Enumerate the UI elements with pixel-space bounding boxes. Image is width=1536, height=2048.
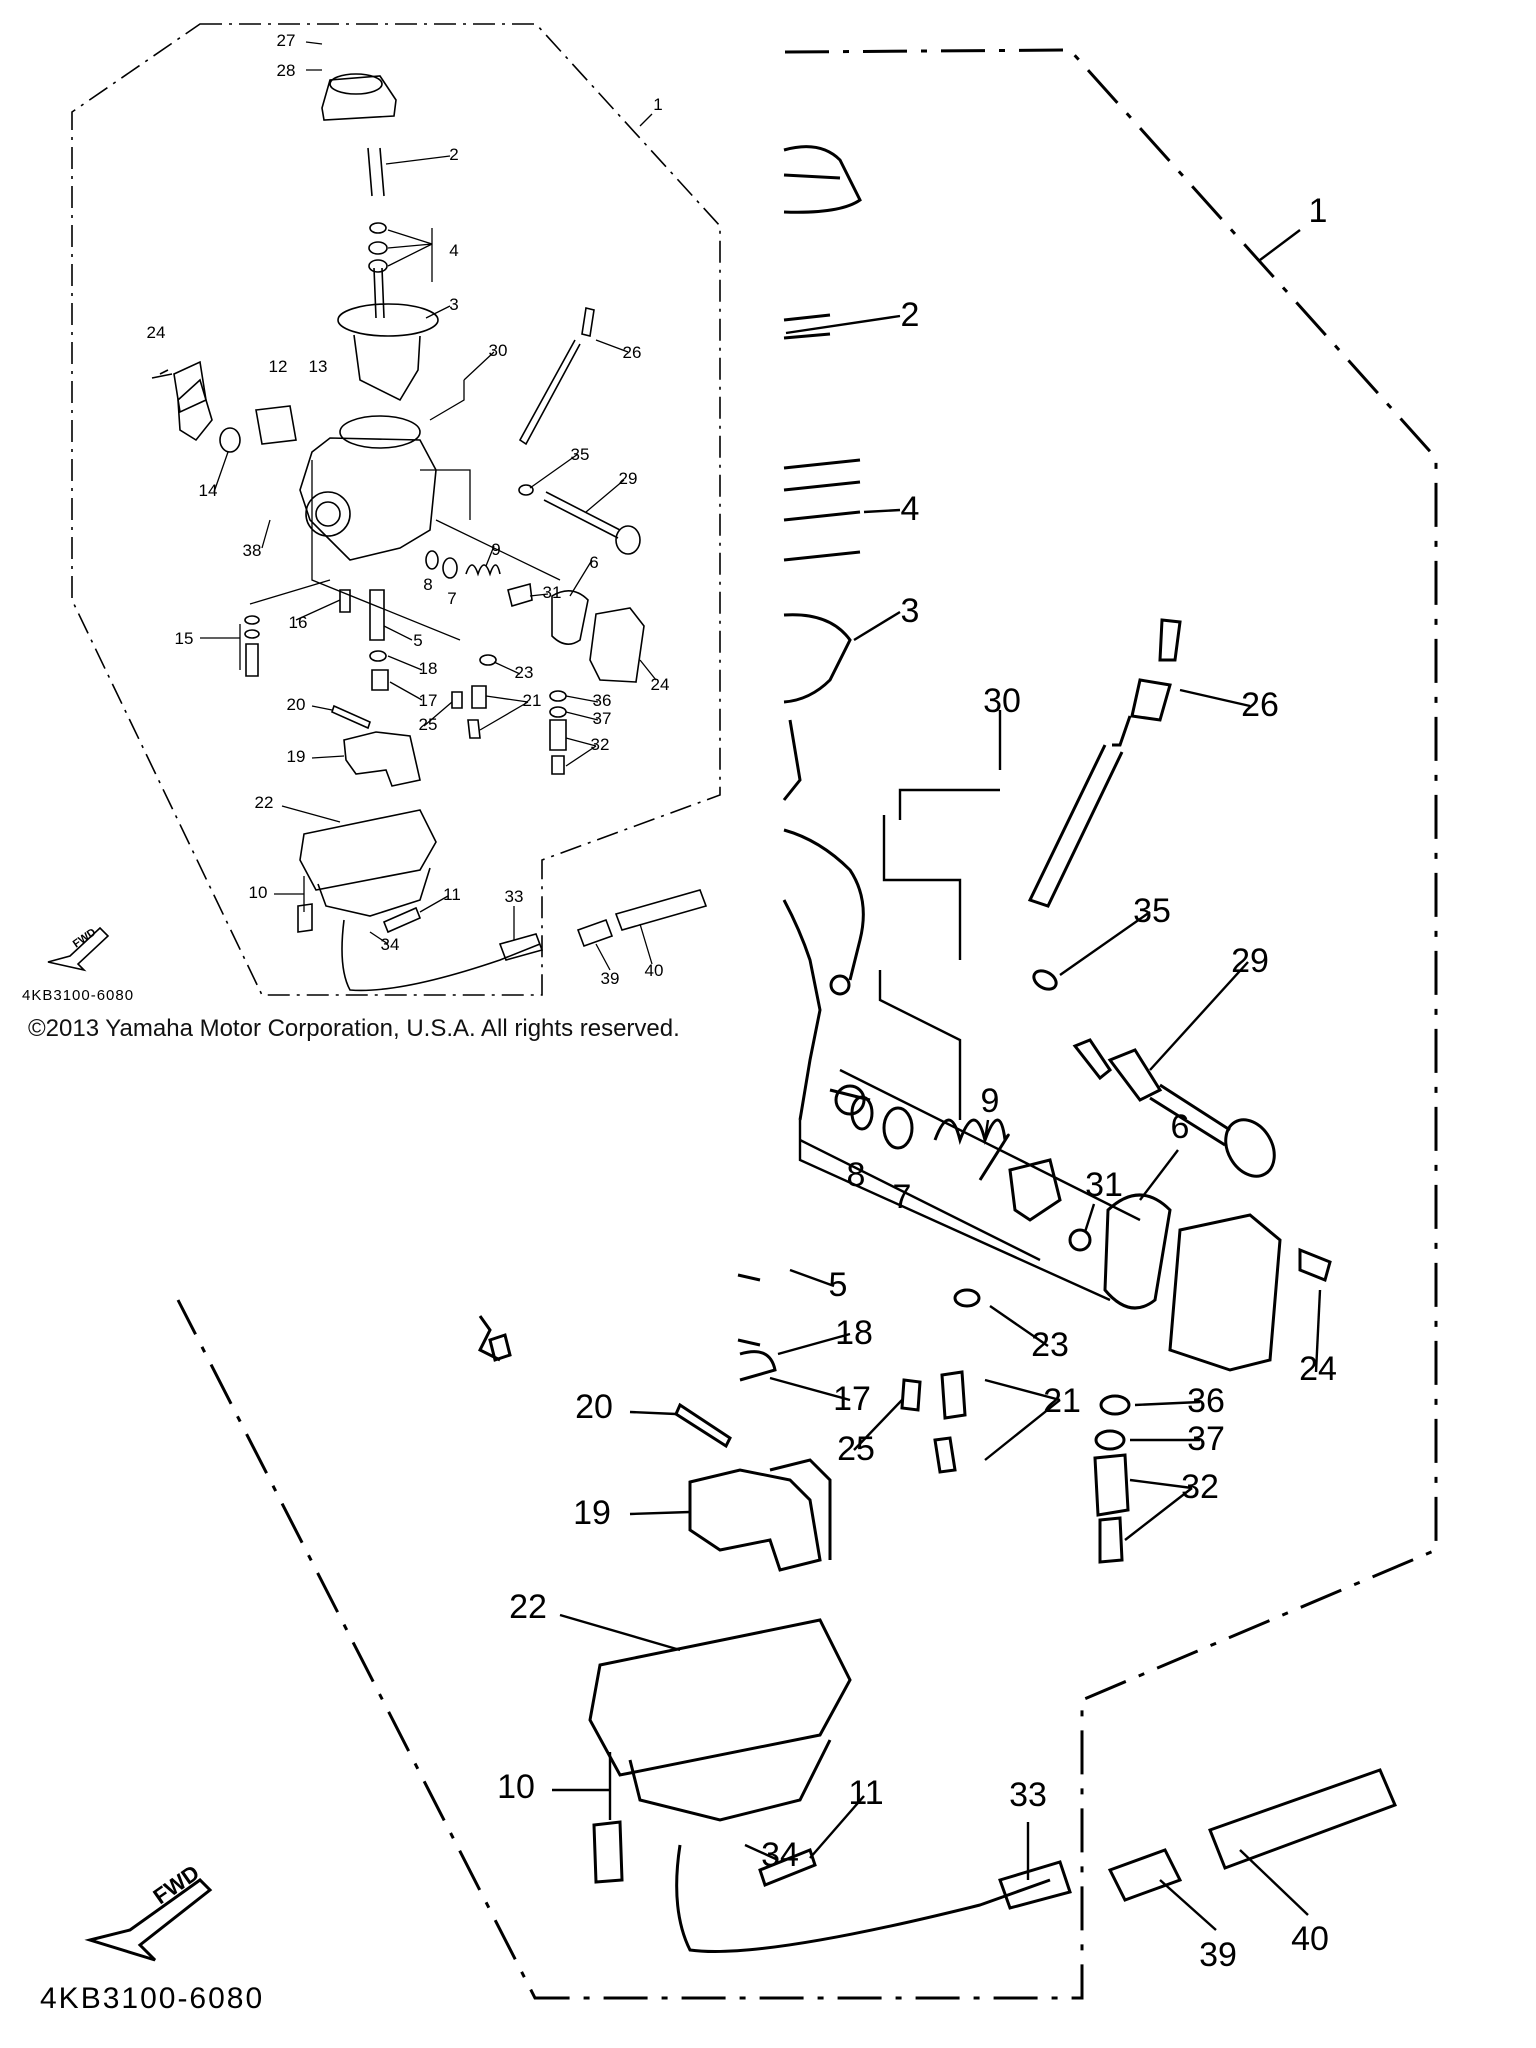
callout-10: 10 <box>249 883 268 902</box>
callout-12: 12 <box>269 357 288 376</box>
callout-11: 11 <box>443 885 461 904</box>
callout-32: 32 <box>591 735 610 754</box>
pilot-screw <box>1072 1038 1231 1147</box>
callout-5: 5 <box>413 631 422 650</box>
callout-30: 30 <box>489 341 508 360</box>
callout-26: 26 <box>1241 686 1279 724</box>
callout-9: 9 <box>981 1082 1000 1120</box>
callout-36: 36 <box>1187 1382 1225 1420</box>
callout-35: 35 <box>571 445 590 464</box>
callout-24: 24 <box>651 675 670 694</box>
float-bowl <box>588 1618 852 1777</box>
callout-37: 37 <box>593 709 612 728</box>
callout-18: 18 <box>419 659 438 678</box>
callout-24: 24 <box>147 323 166 342</box>
leader-lines-overview <box>200 41 657 971</box>
callout-23: 23 <box>1031 1326 1069 1364</box>
leader-lines-enlarged <box>552 229 1322 1931</box>
callout-2: 2 <box>449 145 458 164</box>
callout-31: 31 <box>543 583 562 602</box>
callout-21: 21 <box>523 691 542 710</box>
fwd-arrow-small-icon: FWD <box>47 926 110 972</box>
callout-1: 1 <box>653 95 662 114</box>
callout-25: 25 <box>419 715 438 734</box>
copyright-notice: ©2013 Yamaha Motor Corporation, U.S.A. A… <box>28 1015 680 1042</box>
callout-18: 18 <box>835 1314 873 1352</box>
callout-5: 5 <box>829 1266 848 1304</box>
callout-23: 23 <box>515 663 534 682</box>
gasket <box>1103 1193 1172 1310</box>
callout-2: 2 <box>901 296 920 334</box>
callout-19: 19 <box>287 747 306 766</box>
enlarged-view: FWD <box>84 48 1438 2000</box>
enlarged-view-boundary <box>176 48 1438 2000</box>
callout-20: 20 <box>575 1388 613 1426</box>
callout-33: 33 <box>1009 1776 1047 1814</box>
callout-24: 24 <box>1299 1350 1337 1388</box>
callout-22: 22 <box>255 793 274 812</box>
overview-carburetor-body <box>299 437 437 561</box>
callout-28: 28 <box>277 61 296 80</box>
callout-21: 21 <box>1043 1382 1081 1420</box>
callout-13: 13 <box>309 357 328 376</box>
callout-36: 36 <box>593 691 612 710</box>
float <box>688 1468 822 1572</box>
callout-40: 40 <box>1291 1920 1329 1958</box>
drawing-number-small: 4KB3100-6080 <box>22 987 134 1004</box>
callout-8: 8 <box>847 1156 866 1194</box>
callout-16: 16 <box>289 613 308 632</box>
callout-14: 14 <box>199 481 218 500</box>
callout-22: 22 <box>509 1588 547 1626</box>
drain-hose <box>675 1844 1051 1954</box>
needle-jet <box>1027 618 1182 908</box>
callout-11: 11 <box>848 1774 883 1812</box>
callout-15: 15 <box>175 629 194 648</box>
callout-34: 34 <box>761 1836 799 1874</box>
callout-8: 8 <box>423 575 432 594</box>
callout-33: 33 <box>505 887 524 906</box>
callout-26: 26 <box>623 343 642 362</box>
callout-29: 29 <box>1231 942 1269 980</box>
callout-1: 1 <box>1309 192 1328 230</box>
fwd-arrow-icon: FWD <box>84 1860 213 1962</box>
callout-19: 19 <box>573 1494 611 1532</box>
callout-30: 30 <box>983 682 1021 720</box>
callout-7: 7 <box>893 1178 912 1216</box>
callout-3: 3 <box>449 295 458 314</box>
callout-39: 39 <box>1199 1936 1237 1974</box>
overview-view: FWD <box>47 23 721 996</box>
drawing-number: 4KB3100-6080 <box>40 1982 264 2015</box>
callout-25: 25 <box>837 1430 875 1468</box>
callout-40: 40 <box>645 961 664 980</box>
callout-20: 20 <box>287 695 306 714</box>
callout-4: 4 <box>901 490 920 528</box>
callout-27: 27 <box>277 31 296 50</box>
callout-29: 29 <box>619 469 638 488</box>
callout-34: 34 <box>381 935 400 954</box>
callout-9: 9 <box>491 540 500 559</box>
callout-17: 17 <box>833 1380 871 1418</box>
callout-31: 31 <box>1085 1166 1123 1204</box>
fwd-label-small: FWD <box>71 926 98 950</box>
callout-7: 7 <box>447 589 456 608</box>
callout-10: 10 <box>497 1768 535 1806</box>
callout-17: 17 <box>419 691 438 710</box>
callout-32: 32 <box>1181 1468 1219 1506</box>
overview-view-boundary <box>71 23 721 996</box>
callout-3: 3 <box>901 592 920 630</box>
callout-39: 39 <box>601 969 620 988</box>
callout-37: 37 <box>1187 1420 1225 1458</box>
callout-4: 4 <box>449 241 458 260</box>
callout-6: 6 <box>1171 1108 1190 1146</box>
callout-38: 38 <box>243 541 262 560</box>
callout-6: 6 <box>589 553 598 572</box>
callout-35: 35 <box>1133 892 1171 930</box>
